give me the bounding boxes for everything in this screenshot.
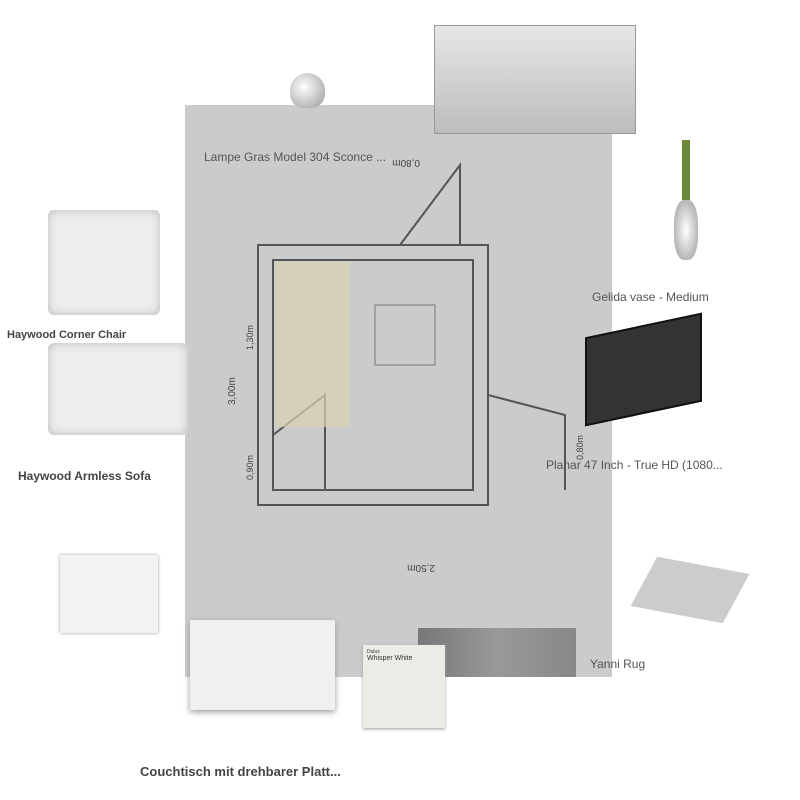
- label-sconce: Lampe Gras Model 304 Sconce ...: [204, 150, 387, 164]
- label-vase: Gelida vase - Medium: [592, 290, 709, 304]
- room-photo: [434, 25, 636, 134]
- label-coffee-table: Couchtisch mit drehbarer Platt...: [140, 764, 341, 779]
- blind-image: [60, 555, 158, 633]
- table-sketch: [374, 304, 436, 366]
- swatch-name: Whisper White: [367, 655, 413, 662]
- corner-chair-image: [48, 210, 160, 315]
- dim-bottom: 2,50m: [407, 562, 435, 573]
- label-tv: Planar 47 Inch - True HD (1080...: [546, 458, 723, 472]
- paint-swatch: Dulux Whisper White: [363, 645, 445, 728]
- sofa-image: [48, 343, 188, 435]
- floor-plan-drawing: 3,00m 1,30m 0,90m 0,80m 2,50m 0,80m: [227, 157, 585, 573]
- coffee-table-image: [190, 620, 335, 710]
- label-corner-chair: Haywood Corner Chair: [7, 329, 127, 341]
- sofa-area: [275, 262, 350, 427]
- label-sofa: Haywood Armless Sofa: [18, 469, 151, 483]
- vase-image: [672, 140, 702, 265]
- dim-right: 0,80m: [575, 435, 585, 460]
- sconce-image: [285, 38, 330, 123]
- dim-left-lower: 0,90m: [245, 455, 255, 480]
- swatch-brand: Dulux: [367, 649, 380, 655]
- label-rug: Yanni Rug: [590, 657, 646, 671]
- dim-top: 0,80m: [392, 157, 420, 168]
- dim-left-upper: 1,30m: [245, 325, 255, 350]
- floor-plan-sketch: 3,00m 1,30m 0,90m 0,80m 2,50m 0,80m: [185, 105, 612, 677]
- dim-left: 3,00m: [227, 377, 238, 405]
- rug-image: [630, 556, 750, 624]
